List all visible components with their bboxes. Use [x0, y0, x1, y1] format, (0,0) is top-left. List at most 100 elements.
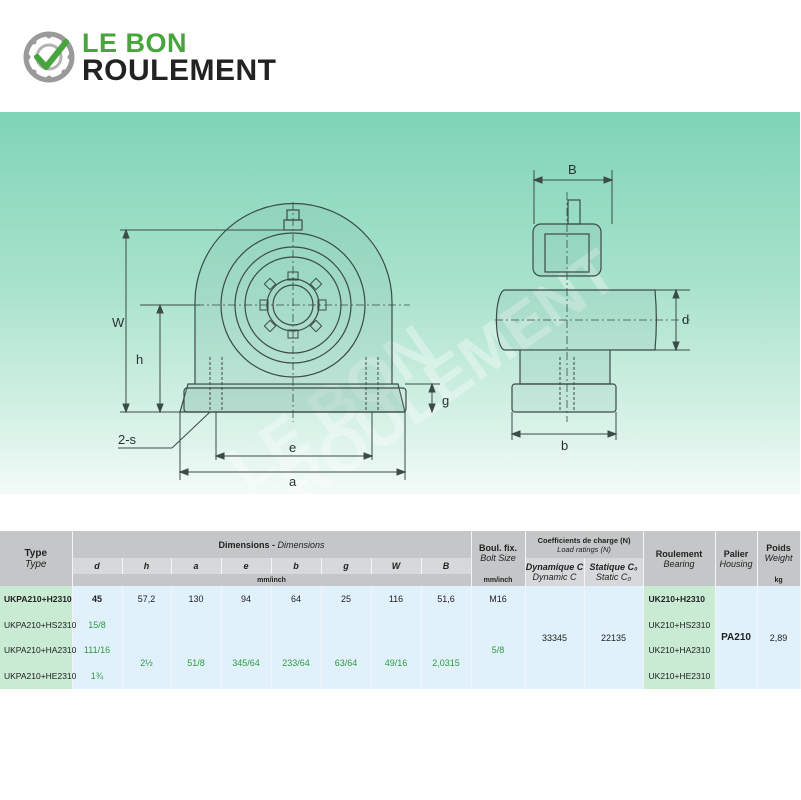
type-label-en: Type: [25, 558, 47, 570]
side-view: [495, 192, 690, 422]
row-bearing: UK210+HS2310: [643, 611, 716, 638]
row-g: 25: [321, 586, 372, 612]
row-b: 233/64: [271, 637, 322, 689]
row-bolt: M16: [471, 586, 526, 612]
label-a: a: [289, 474, 297, 489]
static-label: Statique C₀: [589, 562, 638, 572]
label-B: B: [568, 162, 577, 177]
row-bolt-inch: 5/8: [471, 611, 526, 689]
row-B: 51,6: [421, 586, 472, 612]
row-W: [371, 611, 422, 638]
row-d: 45: [72, 586, 123, 612]
row-bearing: UK210+H2310: [643, 586, 716, 612]
brand-logo: LE BON ROULEMENT: [22, 24, 312, 90]
row-bearing: UK210+HE2310: [643, 663, 716, 689]
row-e: 345/64: [221, 637, 272, 689]
label-s: 2-s: [118, 432, 137, 447]
row-bearing: UK210+HA2310: [643, 637, 716, 664]
bearing-label: Roulement: [655, 548, 703, 559]
label-W: W: [112, 315, 125, 330]
technical-drawing: LE BON ROULEMENT: [0, 112, 800, 518]
row-e: [221, 611, 272, 638]
row-a: 51/8: [171, 637, 222, 689]
load-ratings-header: Coefficients de charge (N)Load ratings (…: [525, 531, 644, 558]
dim-h: h: [122, 558, 172, 574]
label-b: b: [561, 438, 568, 453]
weight-units: kg: [757, 574, 801, 586]
bolt-label-en: Bolt Size: [480, 552, 516, 563]
weight-label-en: Weight: [764, 552, 793, 563]
row-type: UKPA210+HE2310: [0, 663, 76, 689]
table-row: UKPA210+HA2310 111/16 2½ 51/8 345/64 233…: [0, 637, 800, 689]
row-W: 116: [371, 586, 422, 612]
row-type: UKPA210+H2310: [0, 586, 73, 612]
front-dimensions: [118, 228, 440, 480]
row-h: 2½: [122, 637, 172, 689]
bearing-check-icon: [23, 31, 75, 83]
dims-units: mm/inch: [72, 574, 472, 586]
side-dimensions: [510, 170, 690, 440]
dim-W: W: [371, 558, 422, 574]
label-d: d: [682, 312, 689, 327]
row-a: [171, 611, 222, 638]
dimensions-label: Dimensions: [218, 539, 270, 550]
static-value: 22135: [584, 586, 644, 689]
coef-label: Coefficients de charge (N): [537, 535, 631, 545]
bearing-label-en: Bearing: [663, 558, 695, 569]
dim-g: g: [321, 558, 372, 574]
weight-label: Poids: [766, 542, 791, 553]
type-label: Type: [24, 547, 48, 559]
dimensions-label-en: Dimensions: [277, 539, 325, 550]
row-g: [321, 611, 372, 638]
row-h: 57,2: [122, 586, 172, 612]
bolt-header: Boul. fix.Bolt Size: [471, 531, 526, 574]
table-row: UKPA210+H2310 45 57,2 130 94 64 25 116 5…: [0, 586, 801, 689]
row-B: 2,0315: [421, 637, 472, 689]
row-b: 64: [271, 586, 322, 612]
dynamic-label-en: Dynamic C: [532, 572, 577, 582]
dim-b: b: [271, 558, 322, 574]
row-e: 94: [221, 586, 272, 612]
brand-name-line2: ROULEMENT: [82, 54, 277, 87]
label-e: e: [289, 440, 296, 455]
dim-B: B: [421, 558, 472, 574]
row-d: 111/16: [72, 637, 123, 664]
housing-value: PA210: [715, 586, 758, 689]
dim-e: e: [221, 558, 272, 574]
dimensions-header: Dimensions - Dimensions: [72, 531, 472, 558]
row-b: [271, 611, 322, 638]
brand-name-line1: LE BON: [82, 28, 188, 58]
row-d: 15/8: [72, 611, 123, 638]
table-row: UKPA210+HS2310 15/8 5/8 UK210+HS2310: [0, 611, 800, 689]
housing-label: Palier: [723, 548, 749, 559]
front-view: [179, 202, 410, 422]
dim-a: a: [171, 558, 222, 574]
label-g: g: [442, 393, 449, 408]
row-h: [122, 611, 172, 638]
row-d: 1¾: [72, 663, 123, 689]
dynamic-label: Dynamique C: [525, 562, 584, 572]
table-row: UKPA210+HE2310 1¾ UK210+HE2310: [0, 663, 800, 689]
row-type: UKPA210+HS2310: [0, 611, 76, 638]
row-g: 63/64: [321, 637, 372, 689]
bolt-units: mm/inch: [471, 574, 526, 586]
bolt-label: Boul. fix.: [479, 542, 518, 553]
housing-label-en: Housing: [719, 558, 753, 569]
coef-label-en: Load ratings (N): [557, 544, 611, 554]
dim-d: d: [72, 558, 123, 574]
row-type: UKPA210+HA2310: [0, 637, 76, 664]
label-h: h: [136, 352, 143, 367]
weight-value: 2,89: [757, 586, 801, 689]
row-W: 49/16: [371, 637, 422, 689]
row-a: 130: [171, 586, 222, 612]
row-B: [421, 611, 472, 638]
dynamic-value: 33345: [525, 586, 585, 689]
static-label-en: Static C₀: [595, 572, 632, 582]
